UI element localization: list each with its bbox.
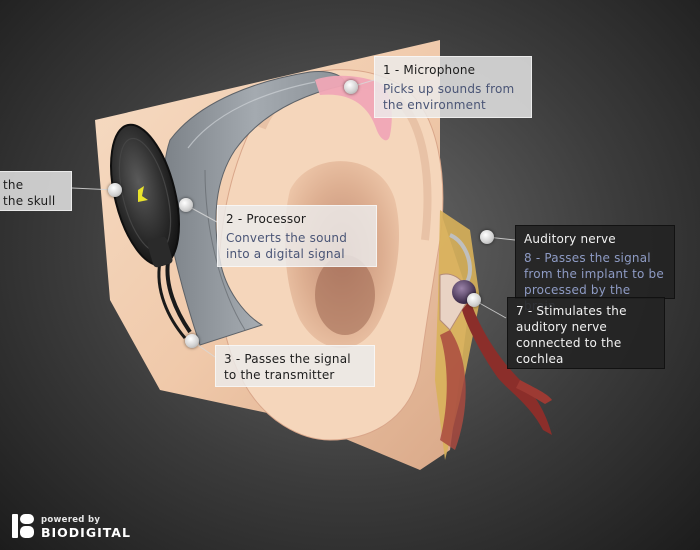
ear-canal-opening [315, 255, 375, 335]
label-processor[interactable]: 2 - Processor Converts the sound into a … [217, 205, 377, 267]
microphone-pad [315, 75, 392, 141]
label-auditory-nerve-desc: 8 - Passes the signal from the implant t… [524, 251, 664, 313]
processor-seam [187, 81, 316, 149]
label-processor-title: 2 - Processor [226, 212, 306, 226]
brand-name: BIODIGITAL [41, 525, 131, 540]
label-transmitter[interactable]: the the skull [0, 171, 72, 211]
brand-powered-by: powered by [41, 515, 101, 525]
transmitter-magnet [138, 186, 148, 202]
label-microphone-title: 1 - Microphone [383, 63, 476, 77]
pin-transmitter[interactable] [108, 183, 122, 197]
transmitter-cable [165, 261, 192, 334]
pin-passes-signal[interactable] [185, 334, 199, 348]
label-stimulates[interactable]: 7 - Stimulates the auditory nerve connec… [507, 297, 665, 369]
label-passes-signal-title: 3 - Passes the signal to the transmitter [224, 352, 351, 382]
label-microphone-desc: Picks up sounds from the environment [383, 82, 515, 112]
label-auditory-nerve-title: Auditory nerve [524, 232, 616, 246]
label-passes-signal[interactable]: 3 - Passes the signal to the transmitter [215, 345, 375, 387]
label-auditory-nerve[interactable]: Auditory nerve 8 - Passes the signal fro… [515, 225, 675, 313]
pin-processor[interactable] [179, 198, 193, 212]
biodigital-logo-icon [12, 514, 34, 538]
label-processor-desc: Converts the sound into a digital signal [226, 231, 348, 261]
pin-stimulates[interactable] [467, 293, 481, 307]
label-microphone[interactable]: 1 - Microphone Picks up sounds from the … [374, 56, 532, 118]
label-stimulates-title: 7 - Stimulates the auditory nerve connec… [516, 304, 627, 366]
leader-line [71, 187, 116, 191]
transmitter-connector [147, 236, 173, 268]
pin-auditory-nerve[interactable] [480, 230, 494, 244]
processor-seam [204, 169, 246, 331]
label-transmitter-title: the [3, 178, 24, 192]
muscle-tissue [440, 330, 466, 450]
vessel-branch [516, 380, 552, 404]
label-transmitter-desc: the skull [3, 194, 56, 208]
pin-microphone[interactable] [344, 80, 358, 94]
transmitter-cable [157, 261, 187, 339]
